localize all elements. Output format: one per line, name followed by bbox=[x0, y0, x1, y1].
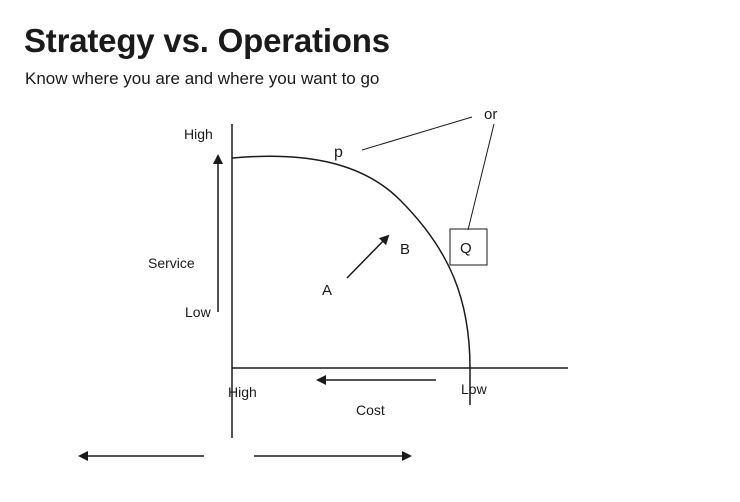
point-p-label: p bbox=[334, 144, 343, 161]
q-box bbox=[449, 228, 488, 266]
point-b-label: B bbox=[400, 241, 410, 258]
q-to-or-line bbox=[467, 123, 495, 231]
y-axis-low-label: Low bbox=[185, 304, 212, 320]
y-axis-title: Service bbox=[148, 255, 195, 271]
point-a-label: A bbox=[322, 282, 332, 299]
page-subtitle: Know where you are and where you want to… bbox=[25, 69, 380, 88]
a-to-b-arrow bbox=[346, 234, 390, 279]
point-q-label: Q bbox=[460, 240, 472, 257]
point-or-label: or bbox=[484, 106, 497, 123]
x-axis-high-label: High bbox=[228, 384, 257, 400]
page-title: Strategy vs. Operations bbox=[24, 22, 390, 59]
p-to-or-line bbox=[361, 116, 473, 151]
y-axis-high-label: High bbox=[184, 126, 213, 142]
frontier-curve bbox=[231, 155, 471, 405]
x-axis-title: Cost bbox=[356, 402, 385, 418]
x-axis-low-label: Low bbox=[461, 381, 488, 397]
